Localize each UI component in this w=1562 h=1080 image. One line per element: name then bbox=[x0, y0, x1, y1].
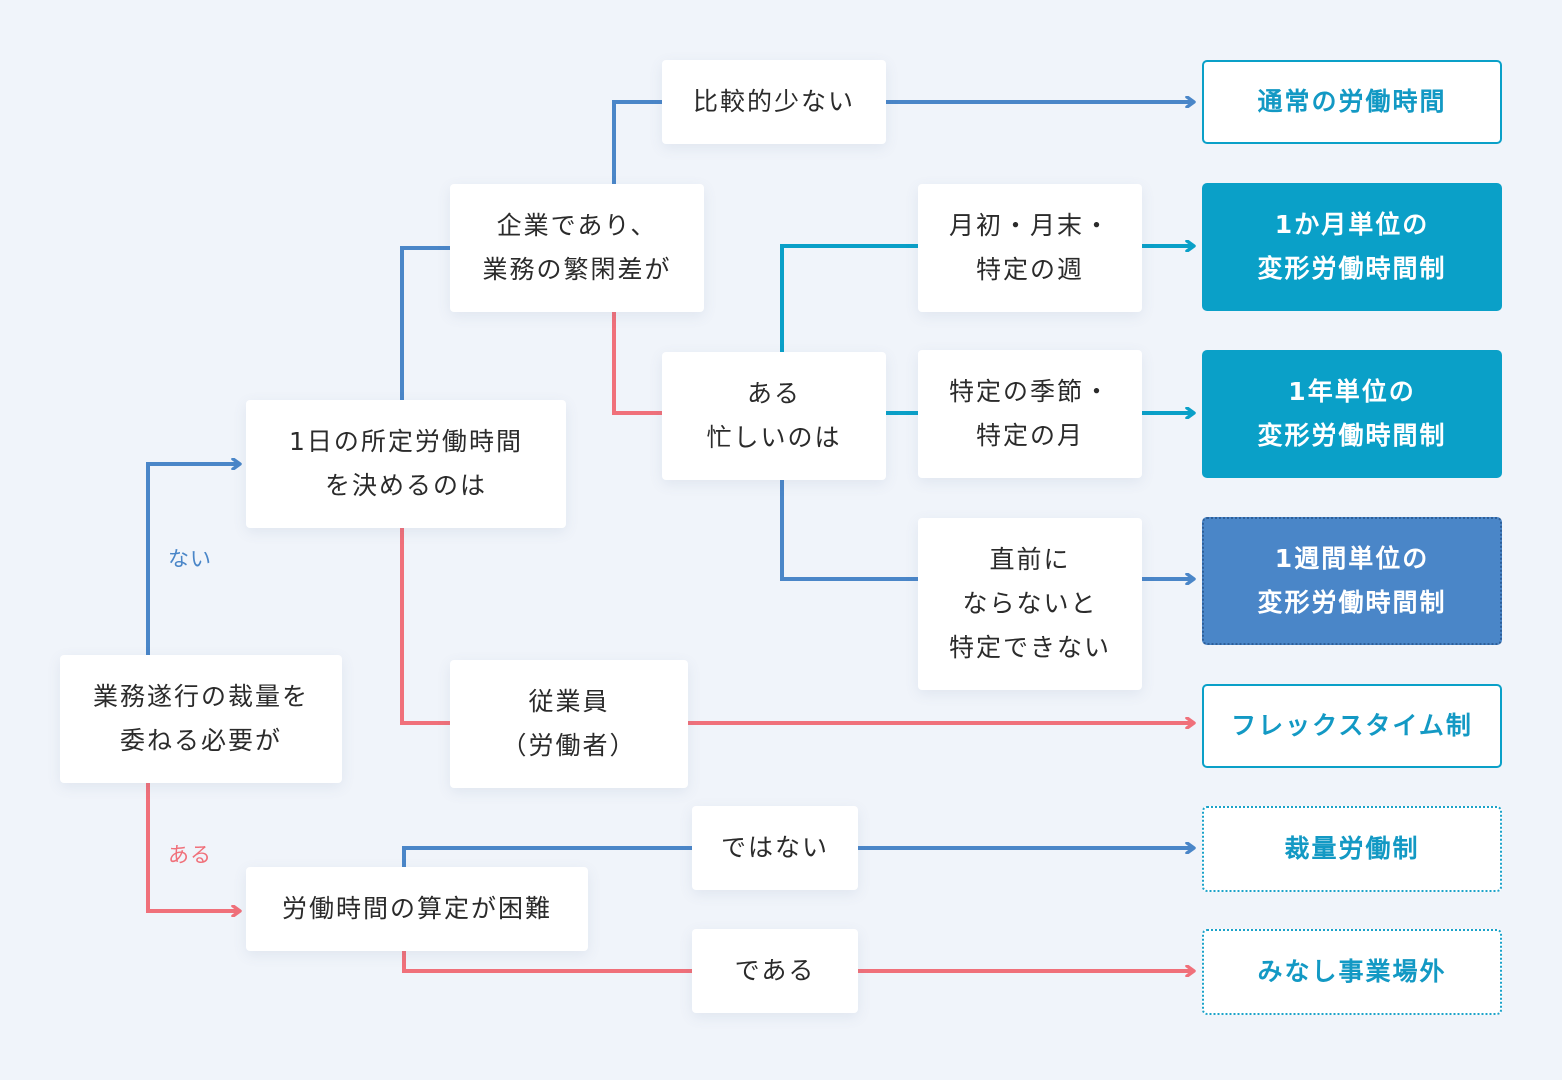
result-yearly-variable: 1年単位の 変形労働時間制 bbox=[1202, 350, 1502, 478]
node-hard-calc: 労働時間の算定が困難 bbox=[246, 867, 588, 951]
node-fixed-hours: 1日の所定労働時間 を決めるのは bbox=[246, 400, 566, 528]
node-season: 特定の季節・ 特定の月 bbox=[918, 350, 1142, 478]
edge-company-busy bbox=[612, 312, 662, 415]
result-normal-hours: 通常の労働時間 bbox=[1202, 60, 1502, 144]
result-monthly-variable: 1か月単位の 変形労働時間制 bbox=[1202, 183, 1502, 311]
node-busy: ある 忙しいのは bbox=[662, 352, 886, 480]
node-month-edge: 月初・月末・ 特定の週 bbox=[918, 184, 1142, 312]
edge-label-yes: ある bbox=[168, 843, 212, 867]
node-company: 企業であり、 業務の繁閑差が bbox=[450, 184, 704, 312]
edge-label-no: ない bbox=[168, 547, 212, 571]
node-short-notice: 直前に ならないと 特定できない bbox=[918, 518, 1142, 690]
result-deemed-offsite: みなし事業場外 bbox=[1202, 929, 1502, 1015]
node-not: ではない bbox=[692, 806, 858, 890]
result-flextime: フレックスタイム制 bbox=[1202, 684, 1502, 768]
edge-busy-short bbox=[780, 480, 918, 581]
edge-busy-month bbox=[780, 244, 918, 352]
edge-root-yes bbox=[146, 783, 240, 911]
result-weekly-variable: 1週間単位の 変形労働時間制 bbox=[1202, 517, 1502, 645]
edge-root-no bbox=[146, 464, 240, 655]
result-discretionary-work: 裁量労働制 bbox=[1202, 806, 1502, 892]
node-employee: 従業員 （労働者） bbox=[450, 660, 688, 788]
node-is: である bbox=[692, 929, 858, 1013]
edge-hard-is bbox=[402, 951, 692, 973]
edge-fixed-employee bbox=[400, 528, 450, 725]
node-small: 比較的少ない bbox=[662, 60, 886, 144]
node-root: 業務遂行の裁量を 委ねる必要が bbox=[60, 655, 342, 783]
edge-company-small bbox=[612, 100, 662, 184]
edge-fixed-company bbox=[400, 246, 450, 400]
edge-hard-not bbox=[402, 846, 692, 867]
